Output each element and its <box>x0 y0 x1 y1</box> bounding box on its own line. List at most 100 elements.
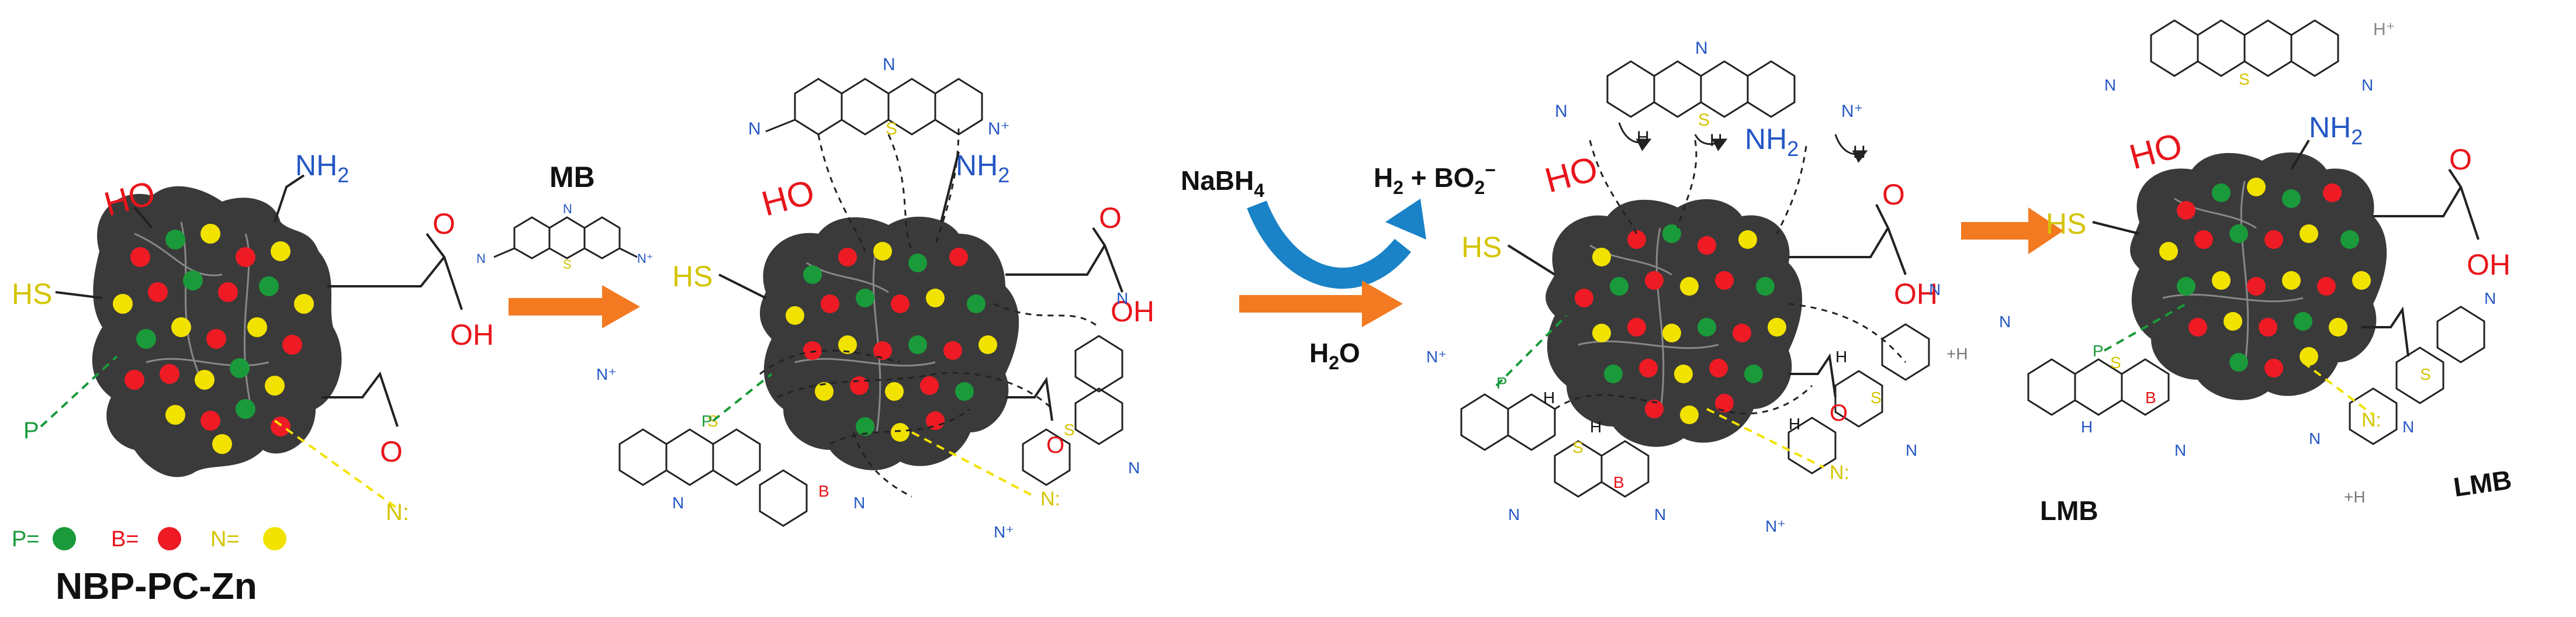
svg-text:P: P <box>701 412 713 430</box>
svg-text:P: P <box>1496 374 1507 392</box>
svg-text:H: H <box>2081 418 2093 436</box>
oh-label-3: OH <box>1894 278 1938 310</box>
svg-text:H: H <box>1835 348 1847 366</box>
mb-left-2: N S N⁺ B P N <box>596 365 865 527</box>
svg-text:N: N <box>1128 459 1140 477</box>
svg-text:N: N <box>883 55 895 74</box>
n-dash-1 <box>274 420 399 509</box>
sh-label-2: HS <box>672 260 713 293</box>
hplus-label: H⁺ <box>2373 20 2395 39</box>
bond-cooh-1 <box>327 233 446 287</box>
mb-right-2: N S N N⁺ N: O <box>911 289 1140 541</box>
svg-text:S: S <box>1064 421 1075 439</box>
acetyl-o-1: O <box>380 435 403 468</box>
legend-n-label: N= <box>210 527 240 552</box>
svg-text:N: N <box>1906 441 1917 459</box>
sh-label-4: HS <box>2046 207 2086 240</box>
svg-text:N: N <box>476 251 486 266</box>
svg-text:H: H <box>1710 131 1723 150</box>
lmb-left: P S B H N N LMB <box>1999 303 2187 526</box>
svg-text:S: S <box>2110 353 2121 372</box>
svg-text:N:: N: <box>1040 488 1060 510</box>
svg-text:S: S <box>2420 365 2431 383</box>
svg-text:N: N <box>1695 39 1708 58</box>
svg-text:S: S <box>2239 70 2250 88</box>
particle-1-wrinkles <box>134 221 269 410</box>
svg-text:N: N <box>2174 441 2186 459</box>
h2-bo2-label: H2 + BO2− <box>1374 160 1496 198</box>
svg-text:N: N <box>2104 76 2116 94</box>
svg-text:N: N <box>2484 289 2496 307</box>
svg-text:H: H <box>1637 128 1650 147</box>
svg-text:N: N <box>2402 418 2414 436</box>
ho-label-3: HO <box>1541 149 1602 200</box>
material-title: NBP-PC-Zn <box>56 565 257 607</box>
lmb-label-1: LMB <box>2040 495 2098 526</box>
nabh4-label: NaBH4 <box>1181 165 1264 201</box>
panel-lmb: S N N H⁺ <box>1999 19 2513 526</box>
mb-left-3: N⁺ P H S B N N H <box>1426 314 1666 524</box>
carbonyl-o-3: O <box>1882 178 1905 211</box>
interaction-dashes-3 <box>1554 140 1907 415</box>
panel-adsorption: N S N N⁺ HO NH2 O OH HS N S N⁺ B P N <box>596 55 1154 541</box>
svg-text:N: N <box>1999 313 2011 331</box>
svg-text:H: H <box>1543 389 1555 407</box>
svg-text:N: N <box>2309 429 2321 448</box>
oh-label-1: OH <box>450 318 494 351</box>
svg-text:B: B <box>1613 473 1624 491</box>
svg-text:B: B <box>818 482 829 500</box>
svg-text:N:: N: <box>1830 462 1849 484</box>
mb-right-3: N S N N⁺ N: H H +H O <box>1706 280 1968 535</box>
p-dash-1 <box>40 355 118 428</box>
nh2-label-1: NH2 <box>295 149 349 187</box>
mb-molecule: MB N S N N⁺ <box>476 161 653 272</box>
svg-text:N⁺: N⁺ <box>637 251 653 266</box>
svg-text:N: N <box>1929 280 1941 299</box>
svg-text:+H: +H <box>2344 488 2366 506</box>
p-label-1: P <box>23 418 39 443</box>
svg-text:S: S <box>886 119 897 138</box>
svg-text:N: N <box>672 494 684 512</box>
oh-label-4: OH <box>2467 248 2511 281</box>
h2o-label: H2O <box>1309 338 1360 373</box>
svg-text:O: O <box>1046 432 1064 458</box>
particle-1-dots <box>113 224 314 454</box>
legend-b-label: B= <box>111 527 139 552</box>
svg-text:P: P <box>2093 342 2104 360</box>
nh2-label-4: NH2 <box>2309 111 2363 149</box>
mb-top-2: N S N N⁺ <box>748 55 1010 138</box>
nh2-label-2: NH2 <box>956 149 1009 187</box>
interaction-dashes-2 <box>759 128 1099 498</box>
sh-label-3: HS <box>1461 231 1502 264</box>
arrow-2: NaBH4 H2 + BO2− H2O <box>1181 160 1496 373</box>
svg-text:S: S <box>1572 438 1583 456</box>
svg-text:+H: +H <box>1946 345 1968 363</box>
svg-text:N: N <box>1654 505 1666 524</box>
legend-p-dot <box>53 527 76 550</box>
carbonyl-o-4: O <box>2449 143 2472 176</box>
bond-oh-1 <box>443 256 463 310</box>
lmb-label-2: LMB <box>2451 465 2513 502</box>
mb-label: MB <box>549 161 595 193</box>
svg-text:N: N <box>1508 505 1520 524</box>
svg-text:N: N <box>1555 102 1568 121</box>
legend-n-dot <box>263 527 286 550</box>
legend-b-dot <box>158 527 181 550</box>
panel-reduction: N S N N⁺ H H H HO NH2 O OH HS N⁺ P H <box>1426 39 1968 535</box>
svg-text:S: S <box>707 412 718 430</box>
lmb-top: S N N H⁺ <box>2104 19 2395 94</box>
svg-text:N⁺: N⁺ <box>988 119 1010 138</box>
bond-nh2-1 <box>274 174 305 223</box>
svg-text:H: H <box>1789 415 1800 433</box>
curved-blue-arrow <box>1247 200 1412 289</box>
particle-2 <box>760 216 1019 470</box>
svg-text:N⁺: N⁺ <box>994 523 1014 541</box>
legend-p-label: P= <box>12 527 40 552</box>
nh2-label-3: NH2 <box>1745 123 1799 161</box>
svg-text:N⁺: N⁺ <box>1841 102 1863 121</box>
svg-text:H: H <box>1590 418 1602 436</box>
svg-text:N: N <box>563 202 572 216</box>
ho-label-2: HO <box>758 172 818 224</box>
bond-acetyl-1 <box>321 371 399 427</box>
